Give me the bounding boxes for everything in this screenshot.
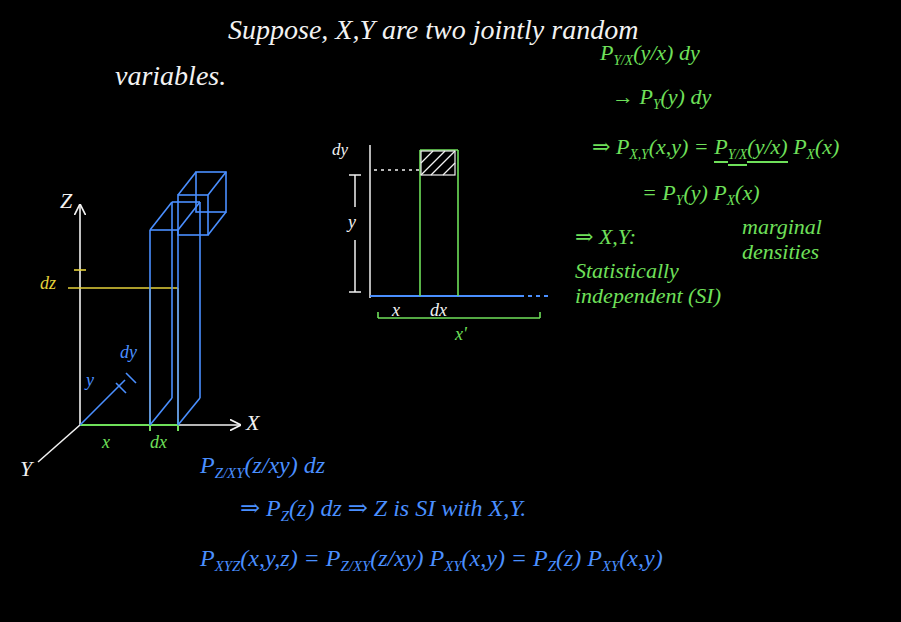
subscript: Y	[653, 97, 661, 112]
formula-line: → PY(y) dy	[612, 84, 711, 112]
formula-line: dx	[150, 432, 167, 453]
math-text: y	[86, 370, 94, 390]
math-text: = P	[642, 180, 676, 205]
subscript: X,Y	[629, 147, 648, 162]
math-text: ⇒ P	[240, 495, 281, 521]
math-text: (x)	[815, 134, 839, 159]
formula-line: ⇒ X,Y:	[575, 224, 636, 249]
subscript: XYZ	[215, 558, 241, 574]
formula-line: ⇒ PZ(z) dz ⇒ Z is SI with X,Y.	[240, 495, 526, 525]
math-text: Suppose, X,Y are two jointly random	[228, 14, 638, 45]
axes-3d	[38, 205, 240, 462]
formula-line: Statistically independent (SI)	[575, 258, 725, 309]
formula-line: y	[86, 370, 94, 391]
math-text: (x)	[735, 180, 759, 205]
x-axis-2d	[370, 295, 548, 297]
formula-line: marginal densities	[742, 214, 852, 265]
math-text: X	[246, 410, 259, 435]
subscript: X	[727, 193, 735, 208]
strip-2d	[378, 150, 540, 318]
formula-line: Z	[60, 188, 72, 213]
subscript: Z/XY	[340, 558, 370, 574]
math-text: P	[793, 134, 806, 159]
math-text: Z	[60, 188, 72, 213]
subscript: Y/X	[728, 147, 748, 166]
formula-line: Y	[20, 456, 32, 481]
math-text: (y) P	[683, 180, 726, 205]
math-text: Statistically independent (SI)	[575, 258, 721, 308]
math-text: ⇒ P	[592, 134, 629, 159]
math-text: (x,y) = P	[462, 545, 548, 571]
subscript: XY	[602, 558, 619, 574]
formula-line: y	[348, 212, 356, 233]
formula-line: dy	[332, 140, 348, 160]
subscript: Z	[281, 508, 289, 524]
math-text: (z) P	[556, 545, 602, 571]
math-text: dy	[120, 342, 137, 362]
math-text: (z/xy) dz	[244, 452, 325, 478]
formula-line: PZ/XY(z/xy) dz	[200, 452, 325, 482]
formula-line: dx	[430, 300, 447, 321]
subscript: Z/XY	[215, 465, 245, 481]
math-text: (y/x) dy	[633, 40, 700, 65]
math-text: P	[200, 452, 215, 478]
math-text: ⇒ X,Y:	[575, 224, 636, 249]
math-text: (x,y,z) = P	[240, 545, 340, 571]
math-text: (z) dz ⇒ Z is SI with X,Y.	[289, 495, 526, 521]
formula-line: PXYZ(x,y,z) = PZ/XY(z/xy) PXY(x,y) = PZ(…	[200, 545, 663, 575]
math-text: x	[102, 432, 110, 452]
math-text: (y/x)	[747, 134, 787, 163]
formula-line: dz	[40, 273, 56, 294]
formula-line: = PY(y) PX(x)	[642, 180, 759, 208]
math-text: (y) dy	[661, 84, 712, 109]
formula-line: Suppose, X,Y are two jointly random	[228, 14, 638, 46]
math-text: (x,y)	[619, 545, 662, 571]
math-text: dx	[150, 432, 167, 452]
formula-line: PY/X(y/x) dy	[600, 40, 700, 68]
math-text: dy	[332, 140, 348, 159]
math-text: x	[392, 300, 400, 320]
math-text: P	[200, 545, 215, 571]
formula-line: dy	[120, 342, 137, 363]
subscript: Z	[548, 558, 556, 574]
subscript: Y	[676, 193, 684, 208]
math-text: Y	[20, 456, 32, 481]
subscript: XY	[444, 558, 461, 574]
math-text: marginal densities	[742, 214, 822, 264]
math-text: P	[600, 40, 613, 65]
subscript: X	[807, 147, 815, 162]
math-text: y	[348, 212, 356, 232]
math-text: P	[714, 134, 727, 163]
math-text: dx	[430, 300, 447, 320]
formula-line: x	[102, 432, 110, 453]
math-text: variables.	[115, 60, 226, 91]
math-text: x'	[455, 324, 467, 344]
math-text: dz	[40, 273, 56, 293]
formula-line: X	[246, 410, 259, 435]
formula-line: x'	[455, 324, 467, 345]
formula-line: ⇒ PX,Y(x,y) =PY/X(y/x)PX(x)	[592, 134, 839, 162]
axes-2d	[349, 145, 420, 298]
formula-line: variables.	[115, 60, 226, 92]
hatched-cell	[421, 151, 455, 175]
x-segment	[80, 419, 178, 431]
formula-line: x	[392, 300, 400, 321]
math-text: (x,y) =	[649, 134, 709, 159]
math-text: → P	[612, 84, 653, 109]
subscript: Y/X	[613, 53, 633, 68]
math-text: (z/xy) P	[370, 545, 444, 571]
dz-strip	[68, 270, 178, 425]
volume-column	[80, 172, 226, 425]
